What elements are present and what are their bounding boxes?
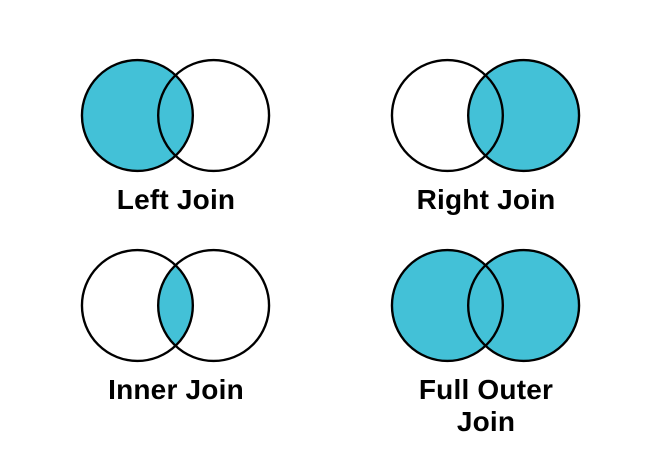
venn-left-join: Left Join	[78, 54, 274, 216]
diagram-label: Right Join	[416, 184, 556, 215]
venn-diagram-right-join	[390, 58, 581, 173]
right-circle-outline	[466, 248, 581, 363]
venn-diagram-left-join	[80, 58, 271, 173]
left-circle-outline	[390, 58, 505, 173]
diagram-label: Inner Join	[108, 374, 244, 405]
venn-right-join: Right Join	[388, 54, 584, 216]
venn-inner-join: Inner Join	[78, 244, 274, 406]
left-circle-outline	[80, 58, 195, 173]
right-circle-outline	[156, 248, 271, 363]
venn-full-outer-join: Full Outer Join	[388, 244, 584, 438]
right-circle-outline	[466, 58, 581, 173]
diagram-label: Left Join	[116, 184, 236, 215]
venn-diagram-full-outer-join	[390, 248, 581, 363]
left-circle-outline	[80, 248, 195, 363]
right-circle-outline	[156, 58, 271, 173]
diagram-label: Full Outer Join	[418, 374, 554, 437]
left-circle-outline	[390, 248, 505, 363]
venn-diagram-inner-join	[80, 248, 271, 363]
